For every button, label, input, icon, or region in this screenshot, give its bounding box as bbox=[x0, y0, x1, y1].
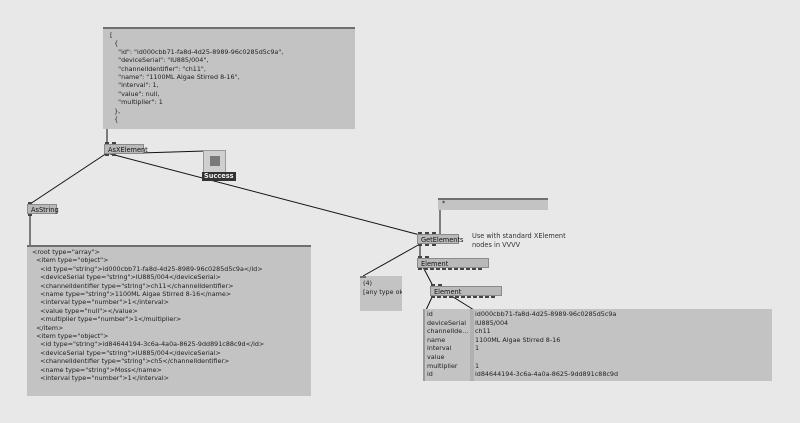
xml-line: <multiplier type="number">1</multiplier> bbox=[32, 315, 182, 324]
attribute-key: id bbox=[427, 310, 433, 318]
asxelement-node-label: AsXElement bbox=[108, 146, 148, 154]
xml-line: <id type="string">id000cbb71-fa8d-4d25-8… bbox=[32, 264, 263, 273]
attribute-value: id84644194-3c6a-4a0a-8625-9dd891c88c9d bbox=[475, 370, 619, 379]
success-indicator bbox=[210, 156, 220, 166]
attribute-key: deviceSerial bbox=[427, 318, 467, 327]
attribute-key: name bbox=[427, 335, 446, 344]
json-textbox-pin bbox=[103, 27, 355, 29]
json-line: "deviceSerial": "IU885/004", bbox=[110, 56, 209, 65]
link-asxelement-to-success bbox=[139, 150, 206, 154]
xml-text: <root type="array"> <item type="object">… bbox=[32, 248, 264, 383]
json-line: "id": "id000cbb71-fa8d-4d25-8989-96c0285… bbox=[110, 47, 284, 56]
xml-line: <interval type="number">1</interval> bbox=[32, 374, 169, 383]
column-divider bbox=[470, 309, 474, 381]
attribute-key: channelIde... bbox=[427, 327, 469, 336]
xml-line: <deviceSerial type="string">IU885/004</d… bbox=[32, 273, 221, 282]
link-getelements-to-anytype bbox=[362, 243, 421, 277]
xml-line: <channelIdentifier type="string">ch11</c… bbox=[32, 281, 234, 290]
attribute-key: id bbox=[427, 370, 433, 379]
element-node-2-label: Element bbox=[434, 288, 462, 296]
link-asxelement-to-getelements bbox=[106, 152, 421, 236]
link-asxelement-to-asstring bbox=[29, 152, 108, 205]
xml-textbox[interactable]: <root type="array"> <item type="object">… bbox=[27, 245, 311, 396]
attribute-value: ch11 bbox=[475, 327, 491, 336]
count-output-pin bbox=[360, 276, 366, 278]
json-line: }, bbox=[110, 106, 121, 115]
xml-line: <channelIdentifier type="string">ch5</ch… bbox=[32, 357, 230, 366]
usage-comment: Use with standard XElement nodes in VVVV bbox=[472, 232, 566, 250]
xml-line: <item type="object"> bbox=[32, 332, 109, 341]
element-name-input-pin bbox=[438, 198, 548, 200]
xml-line: </item> bbox=[32, 323, 64, 332]
xml-line: <deviceSerial type="string">IU885/004</d… bbox=[32, 348, 221, 357]
json-line: "name": "1100ML Algae Stirred 8-16", bbox=[110, 73, 240, 82]
element-name-input-value: * bbox=[442, 199, 446, 207]
asstring-node-label: AsString bbox=[31, 206, 59, 214]
xml-line: <id type="string">id84644194-3c6a-4a0a-8… bbox=[32, 340, 265, 349]
element-node-1-label: Element bbox=[421, 260, 449, 268]
attribute-key: value bbox=[427, 352, 445, 361]
json-line: { bbox=[110, 115, 119, 124]
attribute-value: id000cbb71-fa8d-4d25-8989-96c0285d5c9a bbox=[475, 310, 617, 318]
xml-line: <root type="array"> bbox=[32, 248, 100, 256]
json-textbox[interactable]: [ { "id": "id000cbb71-fa8d-4d25-8989-96c… bbox=[103, 27, 355, 129]
element-node-1[interactable]: Element bbox=[417, 256, 489, 270]
attribute-value: IU885/004 bbox=[475, 318, 509, 327]
success-toggle[interactable] bbox=[203, 150, 226, 173]
json-line: "channelIdentifier": "ch11", bbox=[110, 64, 206, 73]
xml-line: <interval type="number">1</interval> bbox=[32, 298, 169, 307]
count-output-value: (4) bbox=[363, 279, 373, 287]
xml-textbox-pin bbox=[27, 245, 311, 247]
getelements-node[interactable]: GetElements bbox=[417, 232, 464, 246]
xml-line: <item type="object"> bbox=[32, 256, 109, 265]
attribute-value: 1 bbox=[475, 344, 480, 353]
json-line: "interval": 1, bbox=[110, 81, 159, 90]
json-line: "multiplier": 1 bbox=[110, 98, 163, 107]
usage-comment-line-1: Use with standard XElement bbox=[472, 232, 566, 240]
element-name-input[interactable]: * bbox=[438, 198, 548, 210]
getelements-node-label: GetElements bbox=[421, 236, 464, 244]
count-output-type: [any type ok] bbox=[363, 288, 402, 296]
json-line: [ bbox=[110, 31, 113, 39]
asxelement-node[interactable]: AsXElement bbox=[104, 142, 148, 156]
json-line: { bbox=[110, 39, 119, 48]
success-label: Success bbox=[202, 172, 236, 181]
attribute-key: multiplier bbox=[427, 361, 458, 370]
element-node-2[interactable]: Element bbox=[430, 284, 502, 298]
attribute-value bbox=[475, 353, 618, 362]
usage-comment-line-2: nodes in VVVV bbox=[472, 241, 521, 249]
json-text: [ { "id": "id000cbb71-fa8d-4d25-8989-96c… bbox=[110, 31, 283, 123]
xml-line: <name type="string">1100ML Algae Stirred… bbox=[32, 290, 232, 299]
attribute-key: interval bbox=[427, 344, 452, 353]
attribute-value: 1100ML Algae Stirred 8-16 bbox=[475, 335, 561, 344]
count-output-box[interactable]: (4) [any type ok] bbox=[360, 276, 402, 311]
json-line: "value": null, bbox=[110, 89, 160, 98]
xml-line: <name type="string">Moss</name> bbox=[32, 365, 162, 374]
attribute-value: 1 bbox=[475, 361, 480, 370]
asstring-node[interactable]: AsString bbox=[27, 202, 59, 216]
xml-line: <value type="null"></value> bbox=[32, 306, 138, 315]
